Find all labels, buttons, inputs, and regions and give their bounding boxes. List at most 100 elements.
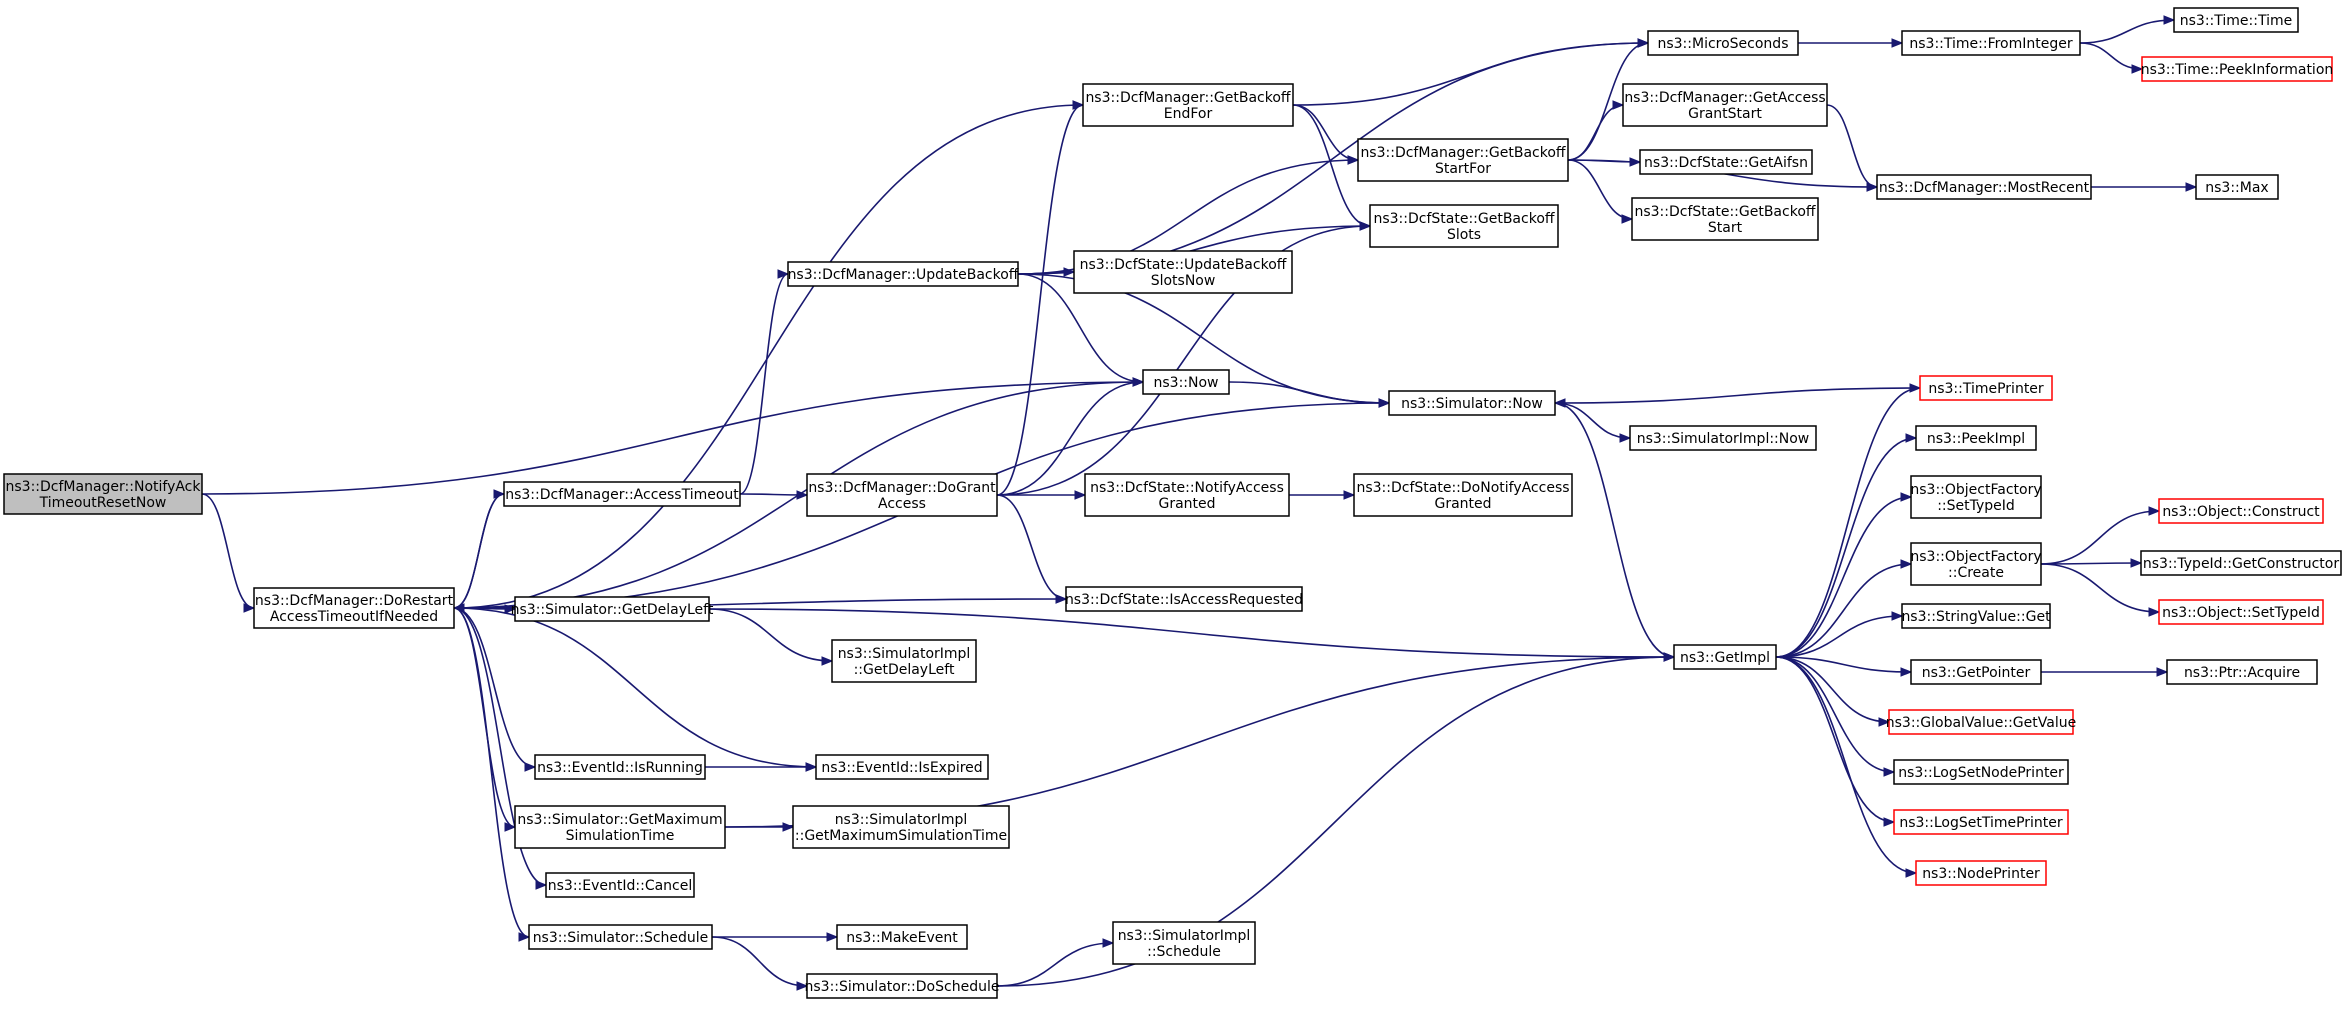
node-logSetNodePrinter[interactable]: ns3::LogSetNodePrinter	[1893, 759, 2069, 785]
node-peekInformation[interactable]: ns3::Time::PeekInformation	[2141, 56, 2334, 82]
node-box	[514, 805, 726, 849]
node-stringValueGet[interactable]: ns3::StringValue::Get	[1901, 603, 2051, 629]
edge-getDelayLeft-to-implGetDelayLeft	[708, 608, 834, 666]
node-box	[1910, 475, 2042, 519]
arrowhead	[504, 822, 517, 832]
node-box	[1073, 250, 1293, 294]
node-accessTimeout[interactable]: ns3::DcfManager::AccessTimeout	[503, 481, 741, 507]
node-makeEvent[interactable]: ns3::MakeEvent	[836, 924, 968, 950]
edge-notifyAck-to-doRestart	[201, 493, 256, 613]
node-mostRecent[interactable]: ns3::DcfManager::MostRecent	[1876, 174, 2092, 200]
edge-getBackoffEndFor-to-microSeconds	[1292, 38, 1650, 106]
node-label: ns3::ObjectFactory	[1910, 482, 2041, 498]
arrowhead	[1072, 100, 1085, 110]
node-box	[545, 872, 695, 898]
node-implSchedule[interactable]: ns3::SimulatorImpl::Schedule	[1112, 921, 1256, 965]
edge-line	[708, 608, 833, 662]
node-ofSetTypeId[interactable]: ns3::ObjectFactory::SetTypeId	[1910, 475, 2042, 519]
node-implGetDelayLeft[interactable]: ns3::SimulatorImpl::GetDelayLeft	[831, 639, 977, 683]
node-fromInteger[interactable]: ns3::Time::FromInteger	[1901, 30, 2081, 56]
node-cancel[interactable]: ns3::EventId::Cancel	[545, 872, 695, 898]
node-objConstruct[interactable]: ns3::Object::Construct	[2158, 498, 2324, 524]
node-isAccessRequested[interactable]: ns3::DcfState::IsAccessRequested	[1065, 586, 1303, 612]
edge-line	[1775, 563, 1912, 658]
node-ptrAcquire[interactable]: ns3::Ptr::Acquire	[2166, 659, 2318, 685]
node-simImplNow[interactable]: ns3::SimulatorImpl::Now	[1629, 425, 1817, 451]
edge-doRestart-to-isExpired	[453, 607, 818, 772]
node-label: ns3::DcfManager::MostRecent	[1879, 180, 2090, 196]
edge-line	[996, 225, 1371, 496]
node-box	[1919, 375, 2053, 401]
node-box	[806, 473, 998, 517]
node-timeTime[interactable]: ns3::Time::Time	[2173, 7, 2299, 33]
node-box	[1622, 83, 1828, 127]
node-implGetMaxSimTime[interactable]: ns3::SimulatorImpl::GetMaximumSimulation…	[792, 805, 1010, 849]
node-notifyAck[interactable]: ns3::DcfManager::NotifyAckTimeoutResetNo…	[3, 473, 203, 515]
node-peekImpl[interactable]: ns3::PeekImpl	[1915, 425, 2037, 451]
node-box	[1112, 921, 1256, 965]
node-schedule[interactable]: ns3::Simulator::Schedule	[528, 924, 713, 950]
node-updateBackoff[interactable]: ns3::DcfManager::UpdateBackoff	[787, 261, 1019, 287]
node-ofCreate[interactable]: ns3::ObjectFactory::Create	[1910, 542, 2042, 586]
node-label: ns3::TimePrinter	[1928, 381, 2044, 397]
node-doSchedule[interactable]: ns3::Simulator::DoSchedule	[805, 973, 1000, 999]
node-doRestart[interactable]: ns3::DcfManager::DoRestartAccessTimeoutI…	[253, 587, 455, 629]
node-now[interactable]: ns3::Now	[1142, 369, 1230, 395]
node-label: ns3::Simulator::Now	[1401, 396, 1543, 412]
edge-line	[1554, 402, 1675, 658]
node-label: ns3::Max	[2205, 180, 2268, 196]
edge-accessTimeout-to-updateBackoff	[739, 269, 790, 495]
node-timePrinter[interactable]: ns3::TimePrinter	[1919, 375, 2053, 401]
node-isExpired[interactable]: ns3::EventId::IsExpired	[815, 754, 989, 780]
node-max[interactable]: ns3::Max	[2195, 174, 2279, 200]
node-label: ns3::Simulator::DoSchedule	[805, 979, 1000, 995]
node-globalValueGet[interactable]: ns3::GlobalValue::GetValue	[1886, 709, 2076, 735]
edge-line	[996, 942, 1114, 987]
node-getConstructor[interactable]: ns3::TypeId::GetConstructor	[2140, 550, 2342, 576]
node-isRunning[interactable]: ns3::EventId::IsRunning	[534, 754, 706, 780]
edge-doRestart-to-getBackoffEndFor	[453, 100, 1085, 609]
node-box	[2158, 498, 2324, 524]
node-box	[1142, 369, 1230, 395]
node-logSetTimePrinter[interactable]: ns3::LogSetTimePrinter	[1893, 809, 2069, 835]
node-label: StartFor	[1435, 161, 1491, 177]
node-simNow[interactable]: ns3::Simulator::Now	[1388, 390, 1556, 416]
node-getAifsn[interactable]: ns3::DcfState::GetAifsn	[1639, 149, 1813, 175]
edge-getPointer-to-ptrAcquire	[2041, 667, 2169, 677]
edge-line	[453, 607, 817, 768]
node-label: ns3::PeekImpl	[1927, 431, 2025, 447]
node-getMaxSimTime[interactable]: ns3::Simulator::GetMaximumSimulationTime	[514, 805, 726, 849]
node-box	[534, 754, 706, 780]
arrowhead	[1663, 652, 1676, 662]
node-getPointer[interactable]: ns3::GetPointer	[1910, 659, 2042, 685]
edge-schedule-to-doSchedule	[711, 936, 809, 991]
edge-line	[2040, 563, 2160, 613]
node-label: ns3::EventId::IsExpired	[821, 760, 982, 776]
node-label: ::GetMaximumSimulationTime	[795, 828, 1007, 844]
node-box	[514, 596, 710, 622]
node-label: ns3::DcfState::NotifyAccess	[1090, 480, 1284, 496]
arrowhead	[535, 880, 548, 890]
node-getDelayLeft[interactable]: ns3::Simulator::GetDelayLeft	[511, 596, 714, 622]
edge-line	[201, 381, 1144, 495]
node-nodePrinter[interactable]: ns3::NodePrinter	[1915, 860, 2047, 886]
arrowhead	[2148, 607, 2161, 617]
node-label: ns3::DcfManager::AccessTimeout	[505, 487, 739, 503]
node-getImpl[interactable]: ns3::GetImpl	[1673, 644, 1777, 670]
node-label: ns3::GetPointer	[1922, 665, 2031, 681]
arrowhead	[2148, 506, 2161, 516]
node-label: ns3::EventId::Cancel	[548, 878, 693, 894]
edge-getBackoffStartFor-to-getAccessGrantStart	[1567, 100, 1625, 161]
node-microSeconds[interactable]: ns3::MicroSeconds	[1647, 30, 1799, 56]
node-objSetTypeId[interactable]: ns3::Object::SetTypeId	[2158, 599, 2324, 625]
arrowhead	[2163, 15, 2176, 25]
